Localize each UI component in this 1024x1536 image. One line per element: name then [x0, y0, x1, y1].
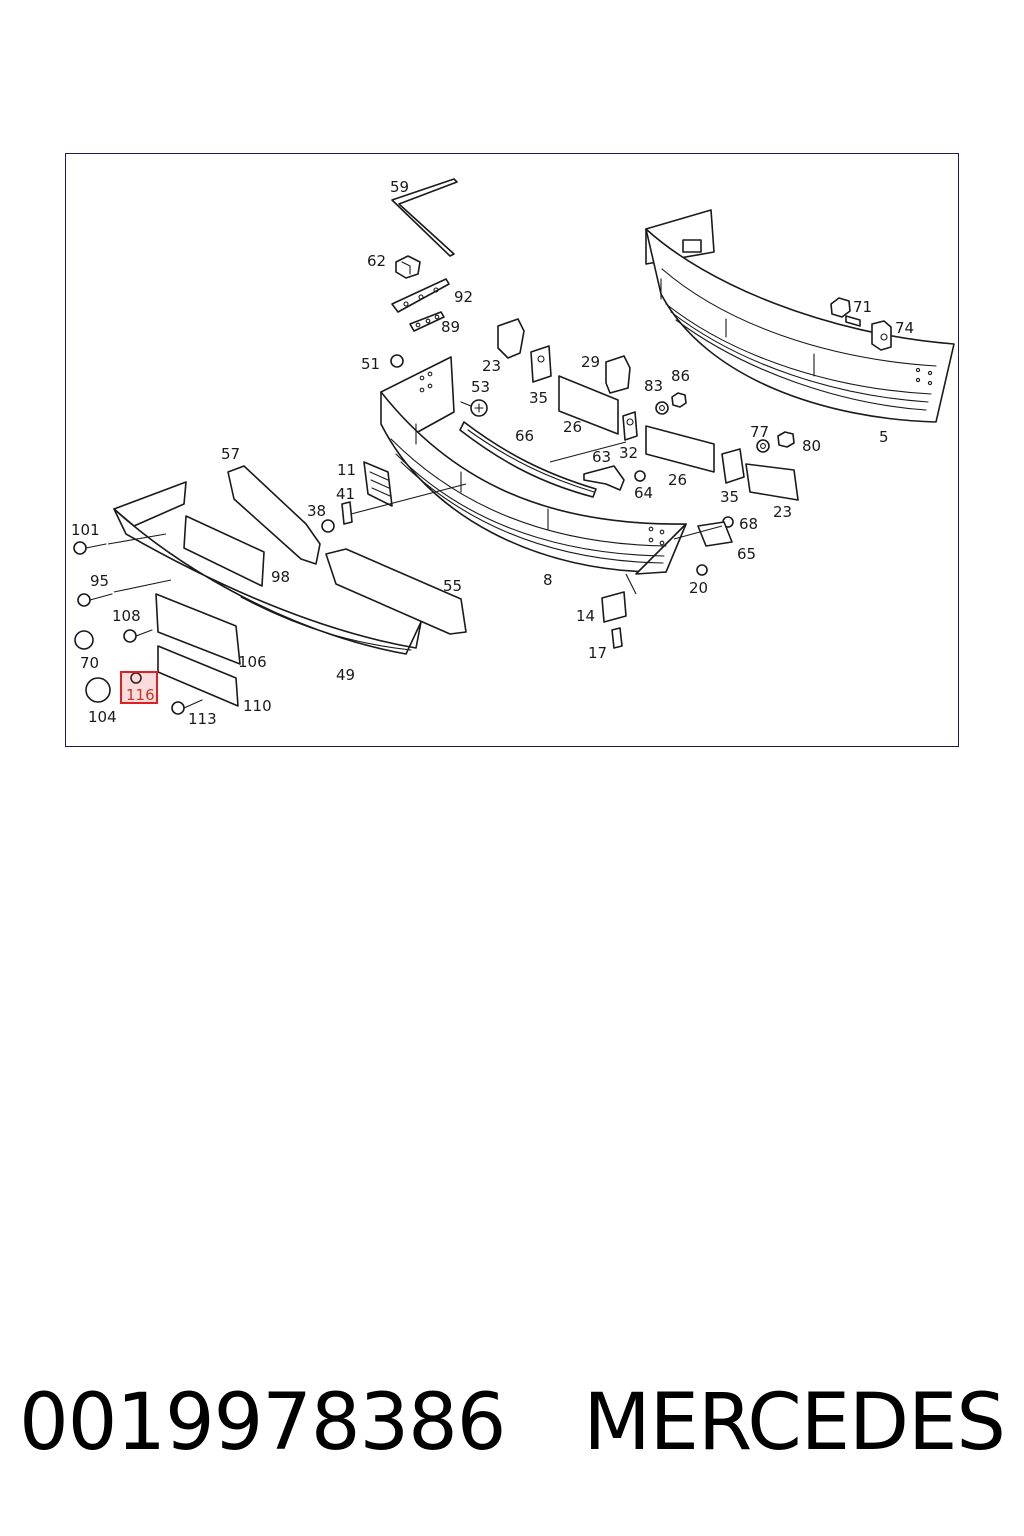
nut-51-part [390, 354, 404, 368]
callout-label: 62 [367, 252, 386, 270]
callout-label: 53 [471, 378, 490, 396]
rear-bumper-part [645, 209, 955, 423]
bracket-14-part [601, 591, 627, 623]
clip-62-part [395, 255, 421, 279]
clip-70-part [74, 630, 94, 650]
callout-label: 26 [668, 471, 687, 489]
callout-labels: 59 62 92 89 51 23 53 35 29 83 86 71 74 5… [71, 178, 914, 728]
callout-label: 77 [750, 423, 769, 441]
caption-bar: 0019978386 MERCEDES [0, 1368, 1024, 1478]
clip-64-part [634, 470, 646, 482]
callout-label-highlighted: 116 [126, 686, 155, 704]
callout-label: 55 [443, 577, 462, 595]
bracket-23-part [497, 318, 525, 359]
callout-label: 59 [390, 178, 409, 196]
callout-label: 65 [737, 545, 756, 563]
callout-label: 14 [576, 607, 595, 625]
leader-lines [107, 441, 723, 595]
callout-label: 106 [238, 653, 267, 671]
absorber-57-part [227, 465, 321, 565]
callout-label: 49 [336, 666, 355, 684]
washer-77-part [756, 439, 770, 453]
screw-113-part [171, 699, 203, 715]
callout-label: 80 [802, 437, 821, 455]
mount-35b-part [721, 448, 745, 484]
callout-label: 35 [529, 389, 548, 407]
absorber-26-part [558, 375, 619, 435]
cap-104-part [85, 677, 111, 703]
bracket-106-part [155, 593, 241, 665]
callout-label: 64 [634, 484, 653, 502]
highlight-box [120, 671, 158, 704]
callout-label: 110 [243, 697, 272, 715]
callout-label: 23 [482, 357, 501, 375]
bracket-17-part [611, 627, 623, 649]
brand-name: MERCEDES [583, 1378, 1005, 1468]
part-number: 0019978386 [19, 1378, 506, 1468]
callout-label: 26 [563, 418, 582, 436]
callout-label: 101 [71, 521, 100, 539]
grille-65-part [697, 521, 733, 547]
callout-label: 41 [336, 485, 355, 503]
lower-bumper-49-part [113, 481, 422, 655]
bracket-92-part [391, 278, 450, 313]
callout-label: 92 [454, 288, 473, 306]
callout-label: 104 [88, 708, 117, 726]
screw-101-part [73, 541, 107, 555]
bracket-41-part [341, 501, 353, 525]
mount-35-part [530, 345, 552, 383]
callout-label: 11 [337, 461, 356, 479]
nut-80-part [777, 431, 795, 448]
callout-label: 68 [739, 515, 758, 533]
screw-53-part [460, 399, 488, 417]
parts-diagram: 59 62 92 89 51 23 53 35 29 83 86 71 74 5… [65, 153, 959, 747]
nut-86-part [671, 392, 687, 408]
callout-label: 8 [543, 571, 553, 589]
callout-label: 29 [581, 353, 600, 371]
bracket-32-part [622, 411, 638, 441]
callout-label: 66 [515, 427, 534, 445]
bracket-74-part [871, 320, 892, 351]
screw-108-part [123, 629, 153, 643]
trim-strip-59-part [391, 178, 458, 257]
callout-label: 51 [361, 355, 380, 373]
grille-66-part [459, 421, 597, 498]
bracket-29-part [605, 355, 631, 394]
callout-label: 86 [671, 367, 690, 385]
front-bumper-cover-part [380, 356, 687, 575]
callout-label: 74 [895, 319, 914, 337]
callout-label: 38 [307, 502, 326, 520]
plate-98-part [183, 515, 265, 587]
bracket-23b-part [745, 463, 799, 501]
callout-label: 83 [644, 377, 663, 395]
callout-label: 57 [221, 445, 240, 463]
screw-38-part [321, 519, 335, 533]
washer-83-part [655, 401, 669, 415]
callout-label: 23 [773, 503, 792, 521]
callout-label: 17 [588, 644, 607, 662]
callout-label: 32 [619, 444, 638, 462]
strip-55-part [325, 548, 467, 635]
callout-label: 113 [188, 710, 217, 728]
screw-95-part [77, 593, 113, 607]
absorber-26b-part [645, 425, 715, 473]
bracket-63-part [583, 465, 625, 491]
callout-label: 71 [853, 298, 872, 316]
callout-label: 70 [80, 654, 99, 672]
exploded-view-drawing: 59 62 92 89 51 23 53 35 29 83 86 71 74 5… [71, 178, 955, 728]
callout-label: 35 [720, 488, 739, 506]
callout-label: 95 [90, 572, 109, 590]
callout-label: 63 [592, 448, 611, 466]
strip-110-part [157, 645, 239, 707]
callout-label: 108 [112, 607, 141, 625]
grille-11-part [363, 461, 393, 507]
callout-label: 5 [879, 428, 889, 446]
callout-label: 89 [441, 318, 460, 336]
bracket-89-part [409, 311, 445, 332]
callout-label: 98 [271, 568, 290, 586]
screw-20-part [696, 564, 708, 576]
bolt-71-part [830, 297, 861, 327]
callout-label: 20 [689, 579, 708, 597]
